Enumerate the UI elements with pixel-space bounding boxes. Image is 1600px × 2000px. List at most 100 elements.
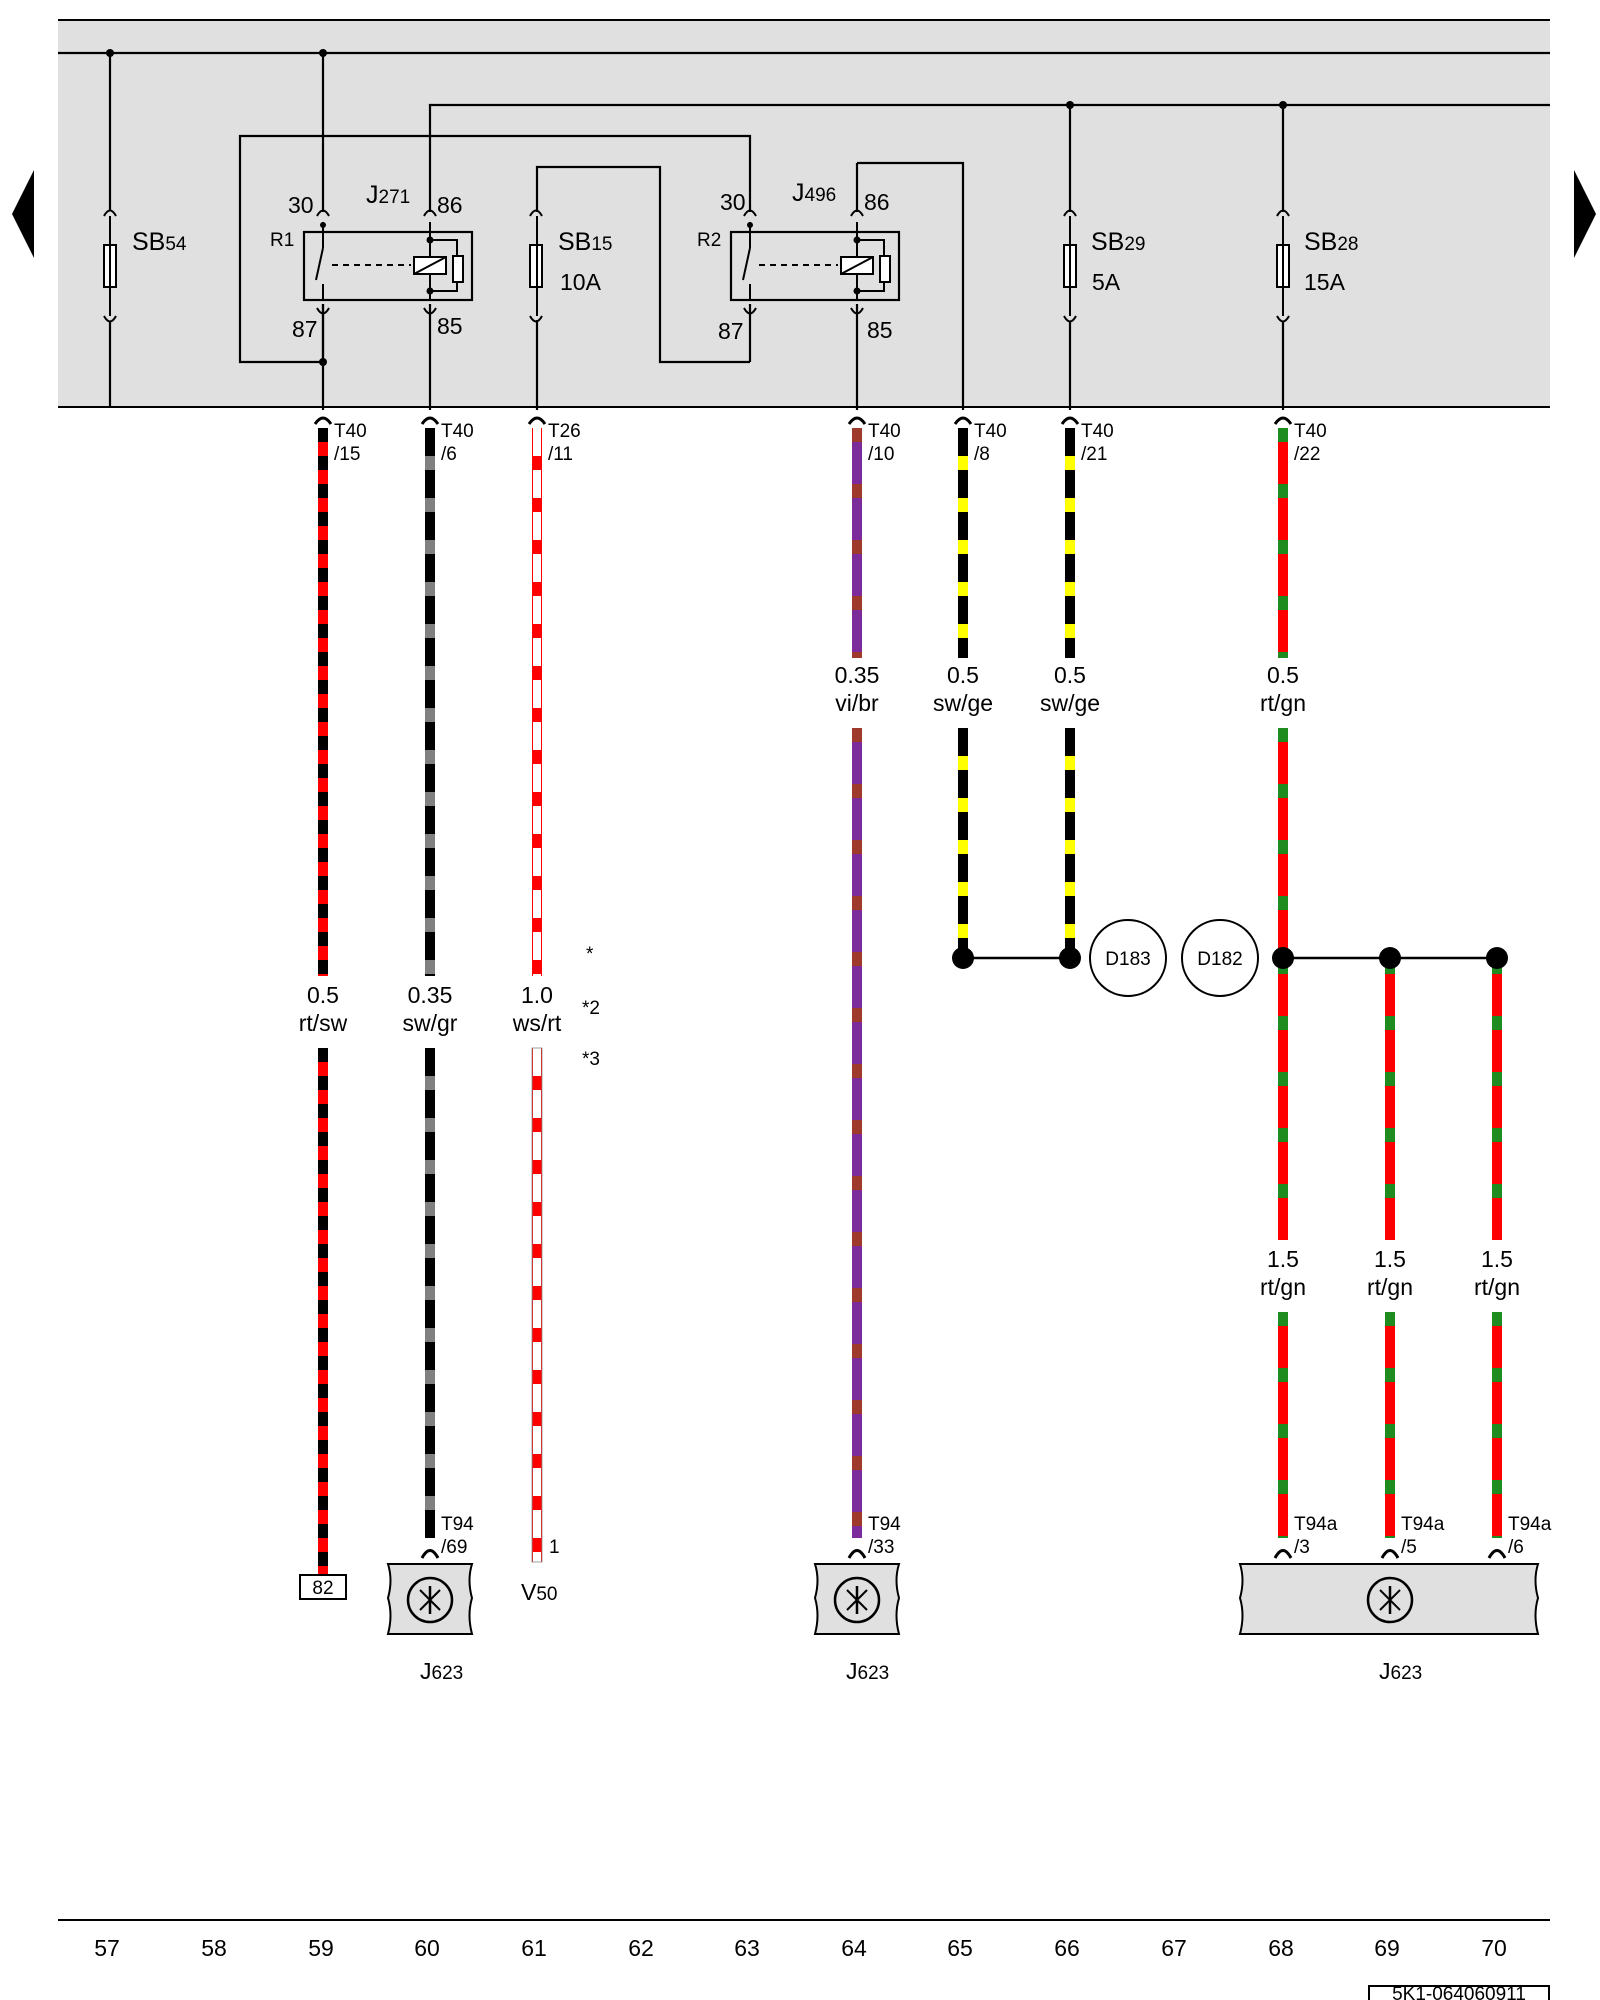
svg-text:SB54: SB54	[132, 228, 187, 256]
fuse-sb15: SB15 10A	[529, 209, 613, 323]
splice-d182: D182	[1181, 919, 1508, 997]
column-number: 65	[947, 1935, 973, 1961]
connector-label: T40	[441, 421, 474, 442]
wire-size: 0.5	[1054, 662, 1086, 688]
svg-text:J496: J496	[792, 179, 836, 207]
wire-color: rt/gn	[1474, 1274, 1520, 1300]
connector-pin: /15	[334, 444, 360, 465]
column-number: 57	[94, 1935, 120, 1961]
relay-j271: 30 J271 86 R1 87 85	[270, 181, 474, 342]
connector-pin: /21	[1081, 444, 1107, 465]
connector-pin: /6	[441, 444, 457, 465]
connector-pin: /22	[1294, 444, 1320, 465]
connector-pin: /69	[441, 1537, 467, 1558]
bottom-connector-labels: T94 /69 1 T94 /33 T94a /3 T94a /5 T94a /…	[441, 1514, 1552, 1558]
component-label: J	[846, 1658, 858, 1684]
triangle-right-icon[interactable]	[1574, 170, 1596, 258]
svg-text:J623: J623	[1379, 1658, 1422, 1684]
wire-size: 1.5	[1481, 1246, 1513, 1272]
footnotes: * *2 *3	[582, 944, 600, 1070]
bus-junction-dots	[106, 49, 1287, 366]
wire-color: ws/rt	[512, 1010, 562, 1036]
wire-color: rt/gn	[1260, 690, 1306, 716]
column-number: 61	[521, 1935, 547, 1961]
column-number: 58	[201, 1935, 227, 1961]
fuse-rating: 15A	[1304, 269, 1346, 295]
connector-pin: /33	[868, 1537, 894, 1558]
svg-text:SB28: SB28	[1304, 228, 1359, 256]
connector-label: T40	[868, 421, 901, 442]
connection-label: D183	[1105, 949, 1150, 970]
component-label: J	[420, 1658, 432, 1684]
wire-color: sw/ge	[1040, 690, 1100, 716]
connector-label: T94a	[1294, 1514, 1338, 1535]
fuse-sb28: SB28 15A	[1276, 209, 1359, 323]
connector-label: T94a	[1508, 1514, 1552, 1535]
connector-label: T40	[974, 421, 1007, 442]
relay-contact-label: R1	[270, 230, 294, 251]
svg-text:SB29: SB29	[1091, 228, 1146, 256]
fuse-number: 28	[1337, 234, 1358, 255]
connector-label: T40	[334, 421, 367, 442]
wire-ws-rt-lower	[531, 1047, 543, 1563]
control-unit-j623-middle: J623	[813, 1563, 901, 1684]
fuse-label: SB	[558, 228, 591, 256]
fuse-number: 15	[591, 234, 612, 255]
control-unit-j623-left: J623	[386, 1563, 474, 1684]
connector-pin: /11	[548, 444, 573, 465]
ecu-symbol-icon	[833, 1576, 881, 1624]
relay-number: 271	[379, 187, 411, 208]
svg-text:J623: J623	[420, 1658, 463, 1684]
wire-color: rt/gn	[1260, 1274, 1306, 1300]
fuse-relay-panel	[58, 20, 1550, 407]
fuse-rating: 5A	[1092, 269, 1121, 295]
component-label: V	[521, 1579, 537, 1605]
column-number: 64	[841, 1935, 867, 1961]
relay-pin-label: 85	[867, 317, 893, 343]
connector-label: T40	[1081, 421, 1114, 442]
fuse-label: SB	[1091, 228, 1124, 256]
component-number: 623	[858, 1663, 890, 1684]
relay-pin-label: 87	[718, 318, 744, 344]
svg-text:SB15: SB15	[558, 228, 613, 256]
column-number: 70	[1481, 1935, 1507, 1961]
column-number: 68	[1268, 1935, 1294, 1961]
ecu-symbol-icon	[406, 1576, 454, 1624]
wire-size: 0.35	[835, 662, 880, 688]
connector-pin: /6	[1508, 1537, 1524, 1558]
relay-pin-label: 30	[288, 192, 314, 218]
triangle-left-icon[interactable]	[12, 170, 34, 258]
svg-text:J623: J623	[846, 1658, 889, 1684]
connector-pin: /5	[1401, 1537, 1417, 1558]
wire-color: vi/br	[835, 690, 879, 716]
relay-j496: 30 J496 86 R2 87 85	[697, 179, 901, 344]
connector-pin: /10	[868, 444, 894, 465]
splice-d183: D183	[952, 919, 1167, 997]
column-number: 66	[1054, 1935, 1080, 1961]
reference-number: 82	[312, 1578, 333, 1599]
relay-pin-label: 86	[437, 192, 463, 218]
wire-size: 0.35	[408, 982, 453, 1008]
footnote: *2	[582, 998, 600, 1019]
fuse-number: 29	[1124, 234, 1145, 255]
svg-text:J271: J271	[366, 181, 410, 209]
column-number: 60	[414, 1935, 440, 1961]
wire-color: rt/gn	[1367, 1274, 1413, 1300]
column-number: 59	[308, 1935, 334, 1961]
fuse-sb29: SB29 5A	[1063, 209, 1146, 323]
wire-size: 0.5	[947, 662, 979, 688]
fuse-rating: 10A	[560, 269, 602, 295]
wire-size: 0.5	[307, 982, 339, 1008]
fuse-label: SB	[1304, 228, 1337, 256]
reference-box[interactable]: 82	[299, 1574, 347, 1600]
fuse-label: SB	[132, 228, 165, 256]
wire-color: sw/ge	[933, 690, 993, 716]
wire-size: 1.0	[521, 982, 553, 1008]
control-unit-j623-right: J623	[1238, 1563, 1540, 1684]
connector-label: T94a	[1401, 1514, 1445, 1535]
component-number: 623	[1391, 1663, 1423, 1684]
top-connector-labels: T40 /15 T40 /6 T26 /11 T40 /10 T40 /8 T4…	[334, 421, 1327, 465]
connector-pin: 1	[549, 1537, 560, 1558]
wire-labels: 0.5 rt/sw 0.35 sw/gr 1.0 ws/rt 0.35 vi/b…	[299, 662, 1520, 1300]
relay-pin-label: 86	[864, 189, 890, 215]
